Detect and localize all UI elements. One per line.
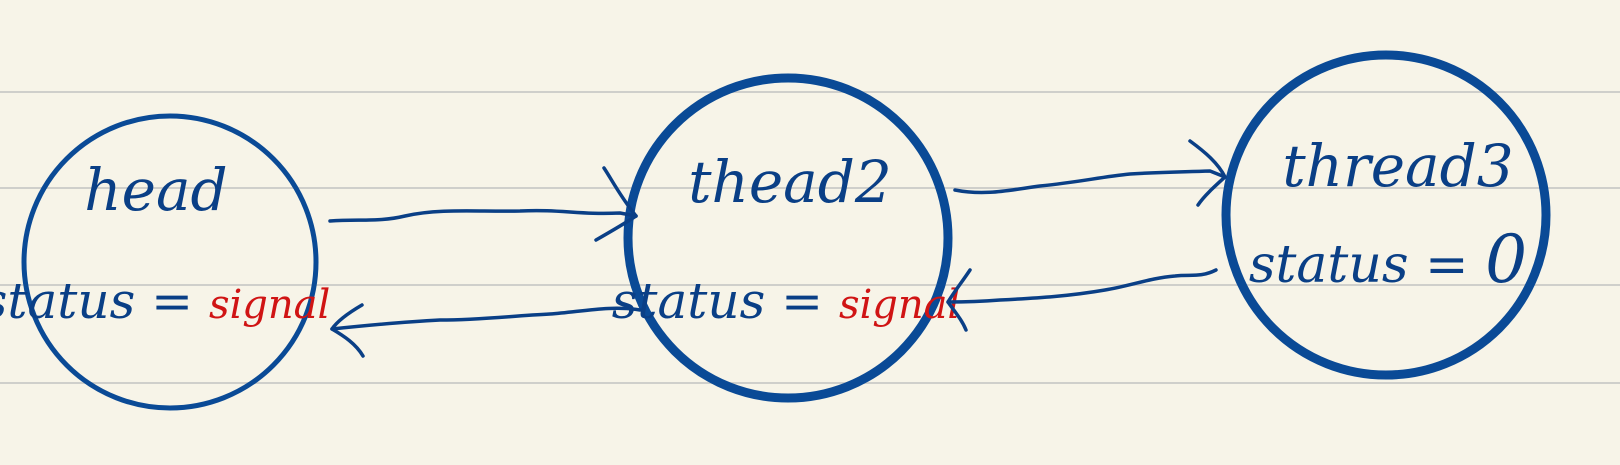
node-head-status-value: signal	[209, 282, 330, 328]
arrow-head-to-thread2-shaft	[328, 208, 638, 223]
node-thread3-status-label: status =	[1249, 235, 1485, 295]
node-head-status: status = signal	[0, 272, 330, 330]
arrow-head-to-thread2	[328, 166, 638, 242]
node-head-name: head	[84, 156, 227, 224]
node-head-circle	[21, 113, 319, 411]
node-thread3-name: thread3	[1282, 132, 1513, 200]
arrow-thread2-to-thread3	[953, 139, 1227, 207]
node-thread2-name: thead2	[688, 148, 892, 216]
node-thread3-circle	[1221, 50, 1551, 380]
arrow-head-to-thread2-head	[594, 166, 638, 242]
node-thread3-status: status = 0	[1249, 221, 1527, 298]
node-head-status-label: status =	[0, 272, 209, 330]
arrow-thread2-to-thread3-shaft	[953, 169, 1227, 195]
node-thread2: thead2 status = signal	[612, 73, 961, 403]
node-thread2-status-label: status =	[612, 272, 839, 330]
node-thread2-status: status = signal	[612, 272, 961, 330]
node-thread3: thread3 status = 0	[1221, 50, 1551, 380]
arrow-thread2-to-thread3-head	[1188, 139, 1227, 207]
arrow-thread2-to-head-shaft	[330, 306, 642, 331]
arrow-thread2-to-head-head	[330, 303, 365, 358]
arrow-thread3-to-thread2-shaft	[946, 268, 1218, 304]
arrow-thread2-to-head	[330, 303, 642, 358]
node-head: head status = signal	[0, 113, 330, 411]
arrow-thread3-to-thread2	[946, 268, 1218, 332]
node-thread3-status-value: 0	[1485, 221, 1527, 298]
arrow-thread3-to-thread2-head	[946, 268, 972, 332]
node-thread2-status-value: signal	[839, 282, 960, 328]
node-thread2-circle	[623, 73, 953, 403]
